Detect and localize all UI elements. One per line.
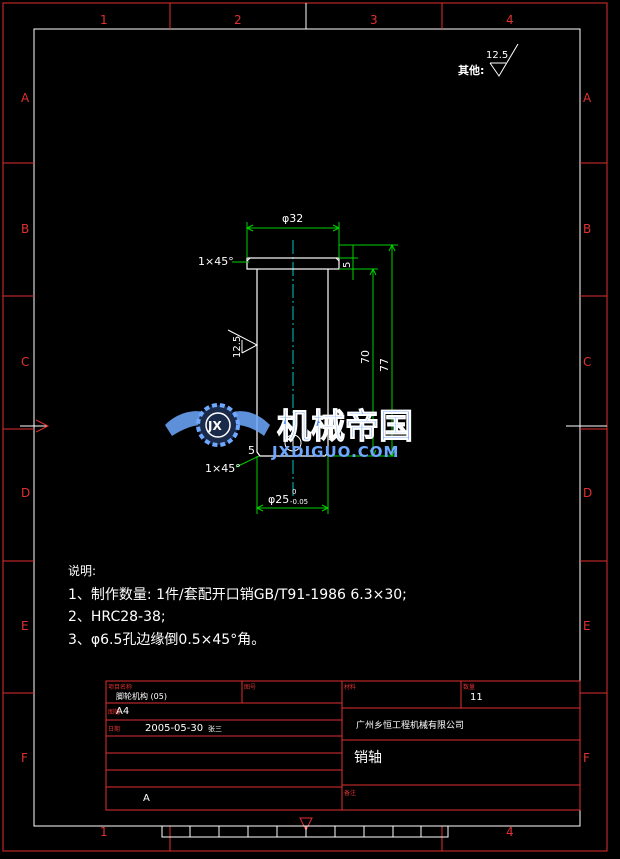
zone-ticks: [3, 3, 607, 851]
roughness-side-icon: [227, 329, 259, 354]
tb-designer: 张三: [208, 724, 222, 733]
dim-chamfer-bottom: 1×45°: [205, 462, 241, 475]
tb-project-value: 脚轮机构 (05): [116, 691, 167, 701]
tb-size-value: A4: [116, 706, 129, 717]
wing-right-icon: [226, 411, 270, 436]
note-item-1: 1、制作数量: 1件/套配开口销GB/T91-1986 6.3×30;: [68, 587, 407, 603]
col-label-2: 2: [234, 13, 242, 27]
watermark-url: JXDIGUO.COM: [271, 443, 399, 461]
watermark-title: 机械帝国: [277, 407, 413, 447]
dim-chamfer-top: 1×45°: [198, 255, 234, 268]
tb-size-label: 图幅: [108, 708, 120, 716]
row-label-right-d: D: [583, 486, 592, 500]
dim-hole-partial: 5: [248, 444, 255, 457]
dim-shaft-diameter: φ25: [268, 493, 289, 506]
tb-part-name: 销轴: [354, 750, 382, 766]
tb-qty-label: 数量: [463, 683, 475, 691]
row-label-left-f: F: [21, 751, 28, 765]
bottom-ruler: [161, 825, 449, 838]
title-block: [105, 680, 581, 811]
gear-icon: [196, 403, 240, 447]
row-label-right-c: C: [583, 355, 591, 369]
roughness-note-label: 其他:: [458, 63, 484, 77]
col-label-bottom-1: 1: [100, 825, 108, 839]
roughness-symbol-icon: [489, 43, 519, 77]
col-label-3: 3: [370, 13, 378, 27]
col-label-bottom-4: 4: [506, 825, 514, 839]
note-item-3: 3、φ6.5孔边缘倒0.5×45°角。: [68, 632, 265, 648]
dim-tolerance-upper: 0: [292, 488, 296, 496]
row-label-left-e: E: [21, 619, 29, 633]
tb-company: 广州乡恒工程机械有限公司: [356, 719, 464, 731]
row-label-left-b: B: [21, 222, 29, 236]
outer-border: [2, 2, 608, 852]
notes-heading: 说明:: [68, 563, 96, 578]
dim-head-thickness: 5: [342, 262, 353, 268]
roughness-note-value: 12.5: [486, 50, 508, 61]
tb-project-label: 项目名称: [108, 683, 132, 691]
row-label-right-f: F: [583, 751, 590, 765]
col-label-1: 1: [100, 13, 108, 27]
row-label-right-b: B: [583, 222, 591, 236]
tb-rev-value: A: [143, 793, 150, 804]
tb-qty-value: 11: [470, 692, 483, 703]
pin-drawing: φ32 1×45° 5 70 77 12.5 5 1×45° φ25 0 -0.…: [198, 212, 398, 514]
row-label-left-d: D: [21, 486, 30, 500]
note-item-2: 2、HRC28-38;: [68, 609, 166, 625]
col-label-4: 4: [506, 13, 514, 27]
dim-head-diameter: φ32: [282, 212, 303, 225]
dim-roughness-side: 12.5: [232, 336, 243, 358]
tb-date-value: 2005-05-30: [145, 723, 203, 734]
tb-remark-label: 备注: [344, 789, 356, 797]
watermark: JX 机械帝国 JXDIGUO.COM: [165, 403, 414, 461]
roughness-note: 其他: 12.5: [458, 43, 519, 77]
centering-marks: [20, 3, 607, 832]
tb-drawing-no-label: 图号: [244, 684, 256, 691]
tb-date-label: 日期: [108, 725, 120, 733]
row-label-left-a: A: [21, 91, 30, 105]
row-label-right-e: E: [583, 619, 591, 633]
notes: 说明: 1、制作数量: 1件/套配开口销GB/T91-1986 6.3×30; …: [68, 563, 407, 648]
dim-tolerance-lower: -0.05: [290, 498, 308, 506]
dim-length-70: 70: [359, 350, 372, 364]
row-label-right-a: A: [583, 91, 592, 105]
dim-length-77: 77: [378, 358, 391, 372]
tb-material-label: 材料: [344, 683, 356, 691]
row-label-left-c: C: [21, 355, 29, 369]
watermark-logo-letters: JX: [207, 419, 222, 433]
pin-head: [246, 257, 340, 270]
